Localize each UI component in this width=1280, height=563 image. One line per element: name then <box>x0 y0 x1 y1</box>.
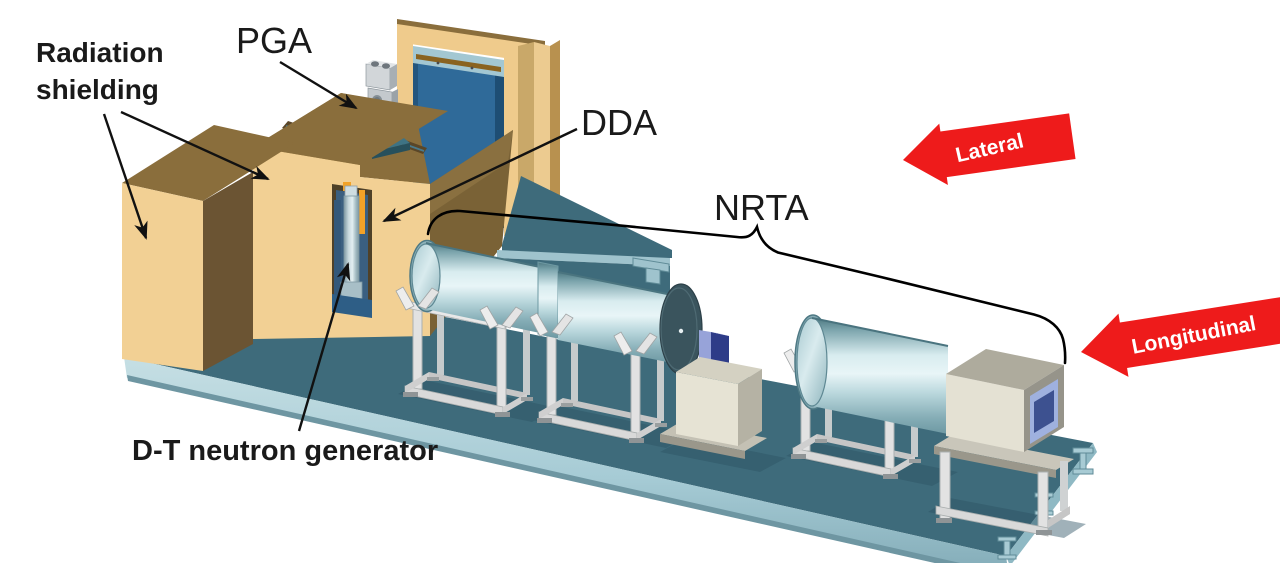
detector-window <box>1030 379 1058 444</box>
leader-dda <box>382 127 578 223</box>
arrow-shape <box>903 113 1076 185</box>
collimator-end-disk <box>659 283 703 375</box>
dt-generator-tube <box>332 182 372 318</box>
label-radiation-shielding: Radiation shielding <box>36 37 164 105</box>
label-dt-neutron-generator: D-T neutron generator <box>132 435 439 467</box>
longitudinal-direction-arrow: Longitudinal <box>1081 295 1280 377</box>
leader-radiation-shielding-1 <box>102 113 148 240</box>
nrta-detector-cylinder <box>794 314 949 434</box>
block2-top <box>253 93 448 165</box>
label-dda: DDA <box>581 102 658 143</box>
lateral-direction-arrow: Lateral <box>903 113 1076 185</box>
orange-fixture <box>359 190 365 234</box>
arrow-shape <box>1081 295 1280 377</box>
leader-dt-generator <box>297 262 351 432</box>
leader-pga <box>279 60 358 110</box>
detector-stand <box>934 435 1074 537</box>
deck-ibeam-end <box>632 257 670 285</box>
leader-lines <box>102 60 578 432</box>
nrta-collimator-cylinders <box>409 239 703 375</box>
detector-box <box>946 349 1064 452</box>
label-nrta: NRTA <box>714 187 809 228</box>
label-pga: PGA <box>236 20 313 61</box>
electronics-box <box>660 330 767 459</box>
leader-radiation-shielding-2 <box>120 110 270 181</box>
nrta-brace <box>426 209 1067 365</box>
